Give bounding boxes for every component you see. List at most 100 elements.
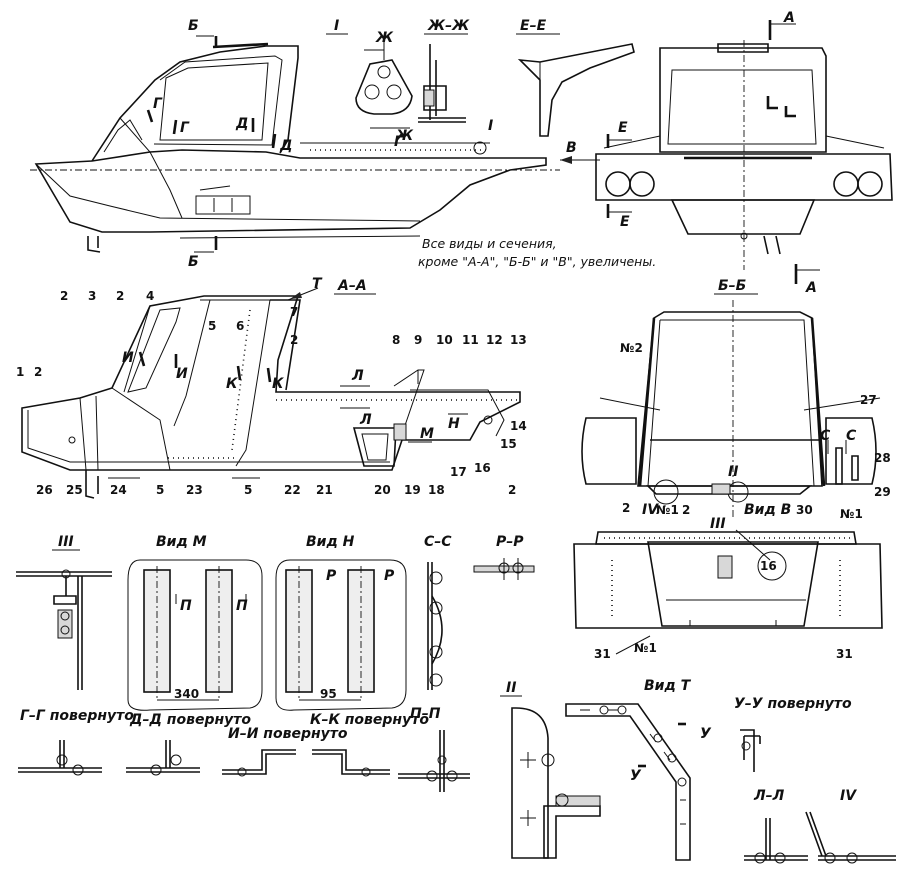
marker-G-3: Г <box>394 134 404 150</box>
part-22: 22 <box>284 483 301 497</box>
marker-D-2: Д <box>279 138 292 154</box>
part-2: 2 <box>34 365 42 379</box>
section-ZhZh-title: Ж–Ж <box>427 18 470 34</box>
section-LL: Л–Л <box>744 788 808 864</box>
view-M-dimension: 340 <box>174 687 199 701</box>
part-5b: 5 <box>244 483 252 497</box>
view-N-title: Вид Н <box>306 534 355 550</box>
part-2b: 2 <box>116 289 124 303</box>
part-3-label: 2 <box>60 289 68 303</box>
section-SS: С–С <box>424 534 452 690</box>
part-2c: 2 <box>290 333 298 347</box>
marker-K-1: К <box>226 376 238 392</box>
section-PP: П–П <box>398 706 470 792</box>
section-AA-title: А–А <box>337 278 367 294</box>
part-18: 18 <box>428 483 445 497</box>
III-marker: III <box>710 516 726 532</box>
marker-D-1: Д <box>235 116 248 132</box>
note-line-2: кроме "А-А", "Б-Б" и "В", увеличены. <box>418 254 656 269</box>
marker-R-1: Р <box>326 568 337 584</box>
part-25: 25 <box>66 483 83 497</box>
part-3: 3 <box>88 289 96 303</box>
marker-K-2: К <box>272 376 284 392</box>
part-4: 4 <box>146 289 154 303</box>
detail-III-title: III <box>58 534 74 550</box>
part-14: 14 <box>510 419 527 433</box>
marker-E-top: Е <box>618 120 628 136</box>
part-20: 20 <box>374 483 391 497</box>
part-8: 8 <box>392 333 400 347</box>
detail-IV: IV <box>805 788 896 864</box>
section-DD: Д–Д повернуто <box>126 712 251 776</box>
part-30: 30 <box>796 503 813 517</box>
marker-L-1: Л <box>351 368 364 384</box>
marker-V: В <box>566 140 577 156</box>
section-EE: Е–Е <box>516 18 635 137</box>
marker-P-2: П <box>236 598 248 614</box>
section-SS-title: С–С <box>424 534 452 550</box>
frame-2-label: №2 <box>620 341 643 355</box>
part-10: 10 <box>436 333 453 347</box>
section-BB: Б–Б С С №2 27 28 29 30 №1 2 2 IV №1 II В… <box>581 278 891 521</box>
part-7: 7 <box>290 305 298 319</box>
view-V: 16 III 31 31 №1 <box>573 516 883 661</box>
drawing-note: Все виды и сечения, кроме "А-А", "Б-Б" и… <box>418 236 656 269</box>
part-1: 1 <box>16 365 24 379</box>
marker-A-top: А <box>783 10 795 26</box>
detail-II-title: II <box>506 680 516 696</box>
frame-1-bottom: №1 <box>634 641 657 655</box>
section-II: И–И повернуто <box>222 726 348 777</box>
part-29: 29 <box>874 485 891 499</box>
marker-P-1: П <box>180 598 192 614</box>
part-2d: 2 <box>508 483 516 497</box>
part-15: 15 <box>500 437 517 451</box>
part-17: 17 <box>450 465 467 479</box>
part-19: 19 <box>404 483 421 497</box>
part-27: 27 <box>860 393 877 407</box>
marker-E-bottom: Е <box>620 214 630 230</box>
marker-B-top: Б <box>188 18 199 34</box>
view-V-title: Вид В <box>744 502 791 518</box>
side-view-top: I Б Б В Г Г Д Д <box>30 18 600 270</box>
view-I-title: I <box>334 18 339 34</box>
section-KK-title: К–К повернуто <box>310 712 429 728</box>
part-16: 16 <box>474 461 491 475</box>
front-view: А А Е Е <box>595 10 893 296</box>
part-31a: 31 <box>594 647 611 661</box>
part-2f: 2 <box>682 503 690 517</box>
part-31b: 31 <box>836 647 853 661</box>
part-6: 6 <box>236 319 244 333</box>
view-T: Вид Т У У <box>565 678 712 861</box>
part-12: 12 <box>486 333 503 347</box>
section-UU-title: У–У повернуто <box>734 696 852 712</box>
marker-U-2: У <box>630 768 642 784</box>
marker-I-2: И <box>176 366 188 382</box>
detail-IV-title: IV <box>840 788 857 804</box>
marker-Zh-2: Ж <box>395 128 414 144</box>
part-5: 5 <box>208 319 216 333</box>
frame-1-small: №1 <box>656 503 679 517</box>
marker-T: Т <box>312 276 323 292</box>
II-marker: II <box>728 464 738 480</box>
section-RR-title: Р–Р <box>496 534 524 550</box>
marker-I-1: И <box>122 350 134 366</box>
section-EE-title: Е–Е <box>520 18 547 34</box>
marker-S-1: С <box>820 428 831 444</box>
section-LL-title: Л–Л <box>753 788 785 804</box>
part-13: 13 <box>510 333 527 347</box>
view-N-dimension: 95 <box>320 687 337 701</box>
marker-N: Н <box>448 416 460 432</box>
part-11: 11 <box>462 333 479 347</box>
section-II-title: И–И повернуто <box>228 726 348 742</box>
marker-R-2: Р <box>384 568 395 584</box>
part-9: 9 <box>414 333 422 347</box>
section-PP-title: П–П <box>410 706 441 722</box>
frame-1-label: №1 <box>840 507 863 521</box>
view-T-title: Вид Т <box>644 678 692 694</box>
view-M-title: Вид М <box>156 534 207 550</box>
section-RR: Р–Р <box>473 534 535 580</box>
part-5c: 5 <box>156 483 164 497</box>
part-16b: 16 <box>760 559 777 573</box>
marker-B-bottom: Б <box>188 254 199 270</box>
